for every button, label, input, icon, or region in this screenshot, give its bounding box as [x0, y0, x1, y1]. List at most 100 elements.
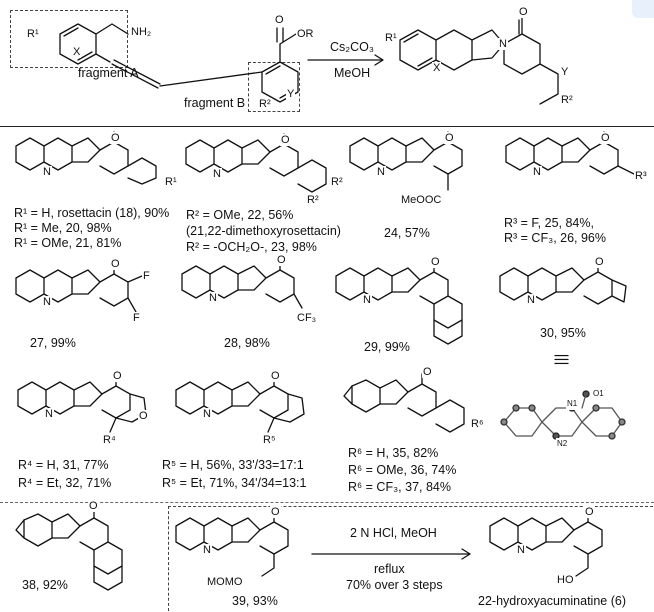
c22-line1: R² = OMe, 22, 56%: [186, 208, 294, 222]
c18-line3: R¹ = OMe, 21, 81%: [14, 236, 122, 250]
final-reagents: 2 N HCl, MeOH: [350, 526, 437, 540]
n-atom: N: [208, 292, 218, 304]
scheme-divider: [0, 126, 654, 127]
n-atom: N: [202, 544, 212, 556]
solvent-label: MeOH: [334, 66, 371, 80]
r1-label-product: R¹: [384, 32, 398, 44]
o-atom: O: [270, 370, 281, 382]
o-atom: O: [600, 132, 611, 144]
x-label-product: X: [432, 62, 442, 74]
c27-label: 27, 99%: [30, 336, 76, 350]
structure-35: [343, 373, 465, 433]
r4-substituent: R⁴: [102, 434, 117, 446]
n2-label: N2: [556, 438, 569, 450]
final-section-divider: [0, 502, 654, 503]
structure-39: [175, 511, 289, 577]
final-step-box: [168, 506, 653, 611]
f-substituent-1: F: [142, 270, 151, 282]
structure-22: [185, 133, 327, 193]
n-atom: N: [376, 166, 386, 178]
ester-or-label: OR: [296, 28, 315, 40]
n-atom: N: [42, 166, 52, 178]
c35-line1: R⁶ = H, 35, 82%: [348, 446, 439, 460]
c31-line2: R⁴ = Et, 32, 71%: [18, 476, 112, 490]
final-arrow: [311, 548, 471, 560]
nh2-label: NH₂: [130, 26, 153, 38]
c29-label: 29, 99%: [364, 340, 410, 354]
c30-label: 30, 95%: [540, 326, 586, 340]
o-atom: O: [594, 256, 605, 268]
c25-line1: R³ = F, 25, 84%,: [504, 216, 594, 230]
c22-line2: (21,22-dimethoxyrosettacin): [186, 224, 341, 238]
cf3-substituent: CF₃: [296, 312, 318, 324]
structure-38: [15, 507, 123, 591]
structure-29: [335, 261, 463, 345]
o-atom: O: [430, 256, 441, 268]
c18-line1: R¹ = H, rosettacin (18), 90%: [14, 206, 170, 220]
r2-substituent-2: R²: [306, 194, 320, 206]
c18-line2: R¹ = Me, 20, 98%: [14, 221, 112, 235]
c24-label: 24, 57%: [384, 226, 430, 240]
c33-line1: R⁵ = H, 56%, 33'/33=17:1: [162, 458, 304, 472]
o-atom: O: [110, 258, 121, 270]
o-atom: O: [110, 132, 121, 144]
equivalence-mark: |||: [553, 353, 571, 366]
structure-18: [15, 131, 157, 185]
structure-24: [349, 131, 463, 191]
n1-label: N1: [566, 398, 579, 410]
y-label-reactant: Y: [286, 88, 296, 100]
structure-33: [175, 375, 305, 433]
n-atom: N: [362, 294, 372, 306]
c25-line2: R³ = CF₃, 26, 96%: [504, 231, 607, 245]
fragment-a-label: fragment A: [78, 66, 139, 80]
meooc-substituent: MeOOC: [400, 194, 443, 206]
fragment-a-box: [10, 10, 128, 68]
final-conditions: reflux: [374, 562, 405, 576]
corner-badge: [632, 0, 654, 18]
reagent-label: Cs₂CO₃: [330, 40, 374, 54]
o-atom: O: [444, 132, 455, 144]
x-label-reactant: X: [72, 46, 82, 58]
structure-27: [15, 263, 143, 313]
o-atom: O: [280, 134, 291, 146]
r2-label-product: R²: [560, 94, 574, 106]
c35-line3: R⁶ = CF₃, 37, 84%: [348, 480, 451, 494]
o-label-product: O: [518, 6, 529, 18]
structure-25: [505, 131, 635, 175]
n-atom: N: [44, 408, 54, 420]
f-substituent-2: F: [132, 312, 141, 324]
fragment-b-box: [248, 62, 300, 112]
o-atom: O: [584, 506, 595, 518]
ester-o-label: O: [274, 14, 285, 26]
c35-line2: R⁶ = OMe, 36, 74%: [348, 463, 457, 477]
r1-label-reactant: R¹: [26, 28, 40, 40]
crystal-structure: [500, 390, 626, 440]
o-atom: O: [270, 506, 281, 518]
r6-substituent: R⁶: [470, 418, 485, 430]
c31-line1: R⁴ = H, 31, 77%: [18, 458, 109, 472]
c39-label: 39, 93%: [232, 594, 278, 608]
c22-line3: R² = -OCH₂O-, 23, 98%: [186, 240, 317, 254]
n-label-product: N: [498, 38, 508, 50]
n-atom: N: [516, 544, 526, 556]
r5-substituent: R⁵: [262, 434, 277, 446]
n-atom: N: [202, 408, 212, 420]
y-label-product: Y: [560, 66, 570, 78]
n-atom: N: [212, 168, 222, 180]
c28-label: 28, 98%: [224, 336, 270, 350]
o1-label: O1: [592, 388, 605, 400]
o-atom: O: [422, 366, 433, 378]
o-atom: O: [276, 254, 287, 266]
fragment-a-b-structure: [59, 17, 559, 105]
structure-30: [499, 261, 627, 305]
n-atom: N: [532, 166, 542, 178]
r1-substituent: R¹: [164, 176, 178, 188]
o-atom: O: [112, 370, 123, 382]
structure-28: [181, 259, 303, 309]
n-atom: N: [526, 294, 536, 306]
r2-substituent-1: R²: [330, 176, 344, 188]
c38-label: 38, 92%: [22, 578, 68, 592]
fragment-b-label: fragment B: [184, 96, 246, 110]
o-atom: O: [88, 500, 99, 512]
c33-line2: R⁵ = Et, 71%, 34'/34=13:1: [162, 476, 307, 490]
